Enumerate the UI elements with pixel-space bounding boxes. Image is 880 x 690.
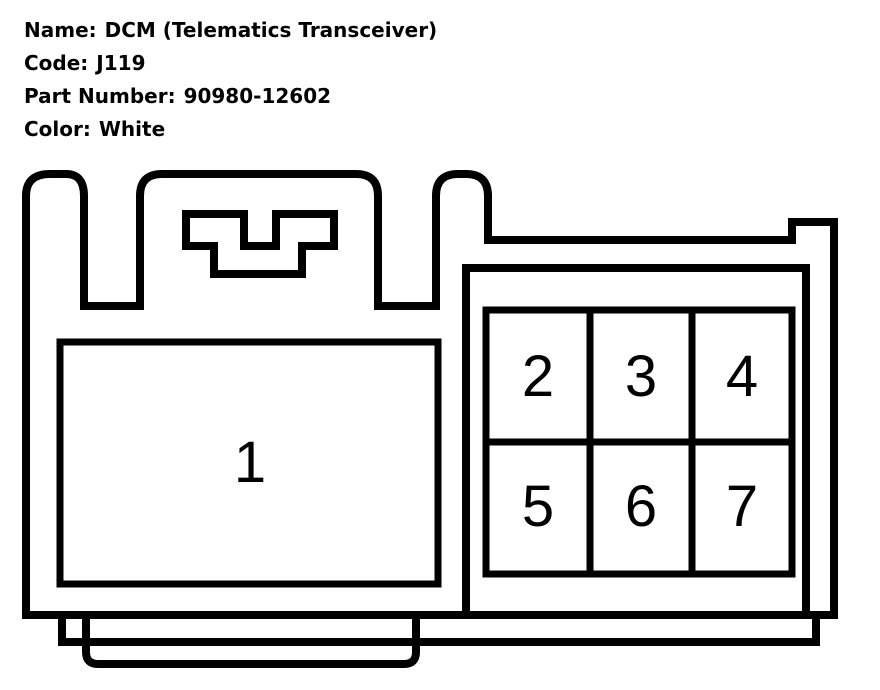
color-line: Color: White: [24, 113, 437, 146]
pin-2-label: 2: [522, 344, 554, 409]
name-label: Name:: [24, 18, 97, 42]
bottom-latch: [82, 615, 420, 668]
part-number-label: Part Number:: [24, 84, 176, 108]
part-number-value: 90980-12602: [183, 84, 332, 108]
pin-1-label: 1: [234, 430, 266, 495]
pin-5-label: 5: [522, 474, 554, 539]
connector-info: Name: DCM (Telematics Transceiver) Code: J…: [24, 14, 437, 146]
connector-housing: [22, 170, 838, 619]
pin-6-label: 6: [625, 474, 657, 539]
pin-3-label: 3: [625, 344, 657, 409]
pin-1-cavity: [56, 338, 442, 588]
code-value: J119: [96, 51, 146, 75]
color-value: White: [98, 117, 166, 141]
code-label: Code:: [24, 51, 89, 75]
code-line: Code: J119: [24, 47, 437, 80]
pin-4-label: 4: [726, 344, 758, 409]
name-line: Name: DCM (Telematics Transceiver): [24, 14, 437, 47]
color-label: Color:: [24, 117, 91, 141]
locking-tab: [182, 210, 338, 278]
name-value: DCM (Telematics Transceiver): [104, 18, 438, 42]
housing-divider: [462, 264, 810, 615]
bottom-rail: [58, 615, 820, 646]
part-number-line: Part Number: 90980-12602: [24, 80, 437, 113]
pin-7-label: 7: [726, 474, 758, 539]
